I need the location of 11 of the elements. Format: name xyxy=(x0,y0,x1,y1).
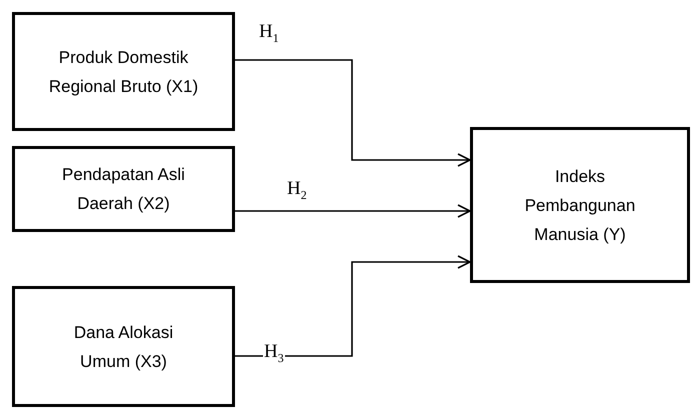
variable-box xyxy=(12,12,235,131)
variable-label: Pendapatan Asli Daerah (X2) xyxy=(61,164,186,215)
arrow xyxy=(235,59,471,167)
variable-box xyxy=(12,146,235,232)
variable-label: Dana Alokasi Umum (X3) xyxy=(72,322,174,372)
arrow xyxy=(235,255,471,357)
variable-label: Produk Domestik Regional Bruto (X1) xyxy=(48,46,198,98)
variable-box xyxy=(470,127,690,283)
variable-label: Indeks Pembangunan Manusia (Y) xyxy=(524,166,636,246)
variable-box xyxy=(12,286,235,407)
arrow xyxy=(235,204,471,218)
